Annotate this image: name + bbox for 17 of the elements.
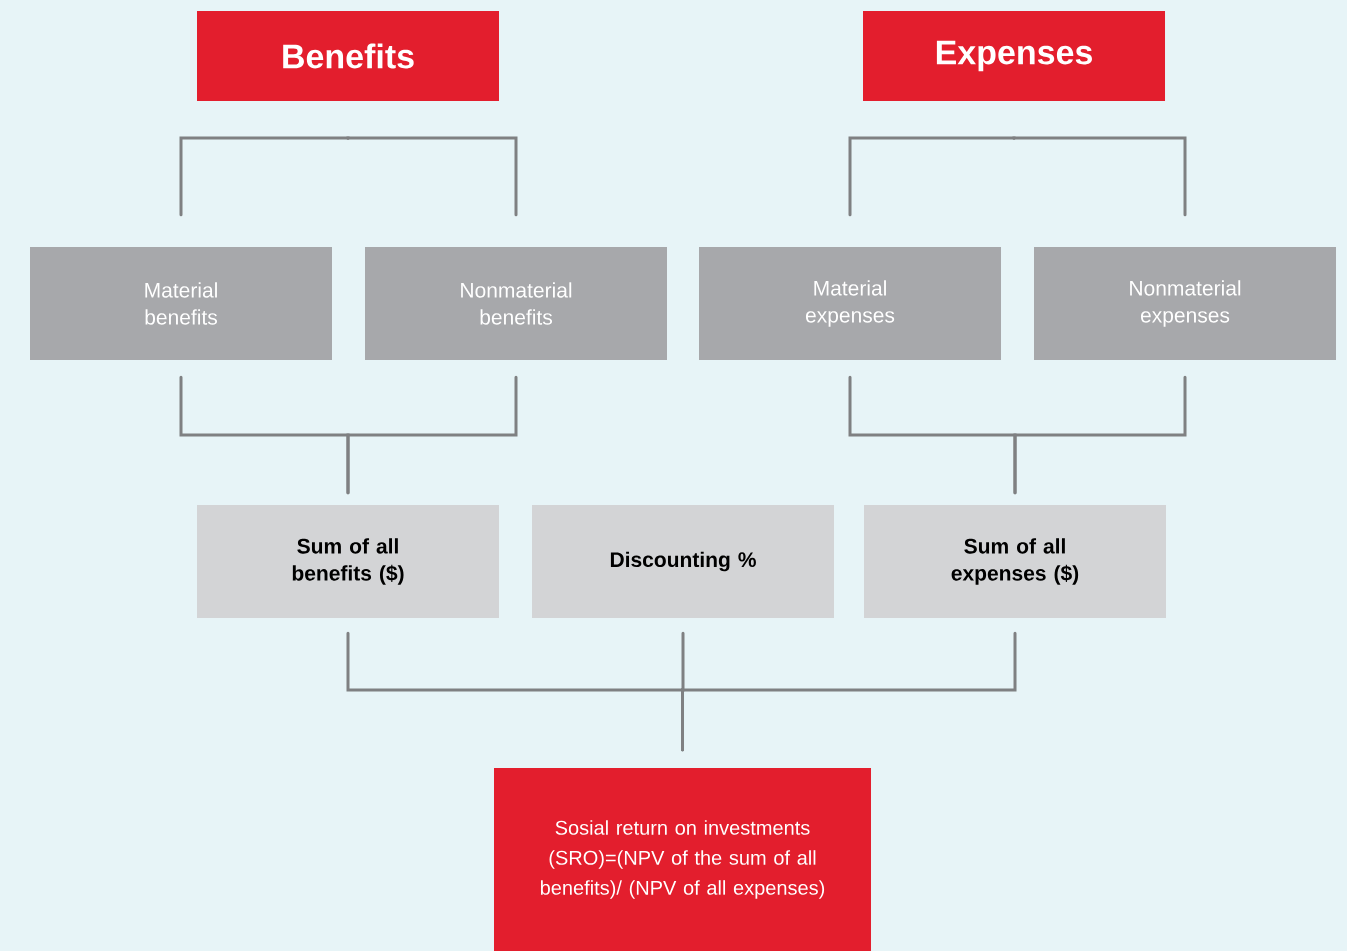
- sum-box: Sum of all expenses ($): [864, 505, 1166, 618]
- result-box: Sosial return on investments (SRO)=(NPV of the sum of all benefits)/ (NPV of all expenses): [494, 768, 871, 951]
- category-box: Material expenses: [699, 247, 1001, 360]
- connector-line: [346, 136, 518, 217]
- connector-line: [346, 375, 518, 495]
- connector-line: [1012, 136, 1187, 217]
- connector-line: [848, 136, 1016, 217]
- sum-box: Discounting %: [532, 505, 834, 618]
- category-box: Nonmaterial benefits: [365, 247, 667, 360]
- category-box: Nonmaterial expenses: [1034, 247, 1336, 360]
- sum-box: Sum of all benefits ($): [197, 505, 499, 618]
- category-box: Material benefits: [30, 247, 332, 360]
- title-box: Expenses: [863, 11, 1165, 101]
- connector-line: [1013, 375, 1187, 495]
- title-box: Benefits: [197, 11, 499, 101]
- connector-line: [179, 136, 350, 217]
- connector-line: [681, 631, 1017, 752]
